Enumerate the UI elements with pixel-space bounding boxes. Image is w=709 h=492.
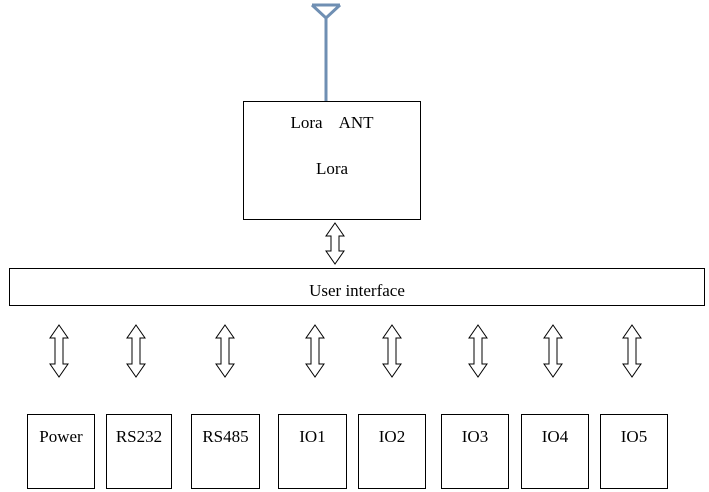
port-box-io3: IO3 [441, 414, 509, 489]
port-box-io2: IO2 [358, 414, 426, 489]
port-label: IO1 [299, 427, 326, 446]
port-box-rs485: RS485 [191, 414, 260, 489]
port-label: RS485 [202, 427, 249, 446]
lora-module-title: Lora ANT [290, 113, 374, 132]
port-label: IO2 [378, 427, 406, 446]
port-label: IO3 [461, 427, 489, 446]
lora-module-box: Lora ANT Lora [243, 101, 421, 220]
port-label: IO5 [620, 427, 648, 446]
lora-module-label: Lora [315, 159, 349, 178]
port-label: RS232 [115, 427, 163, 446]
user-interface-label: User interface [309, 281, 405, 300]
port-box-power: Power [27, 414, 95, 489]
port-label: IO4 [541, 427, 569, 446]
port-box-io4: IO4 [521, 414, 589, 489]
port-label: Power [39, 427, 83, 446]
port-box-io1: IO1 [278, 414, 347, 489]
port-box-io5: IO5 [600, 414, 668, 489]
port-box-rs232: RS232 [106, 414, 172, 489]
user-interface-bar: User interface [9, 268, 705, 306]
